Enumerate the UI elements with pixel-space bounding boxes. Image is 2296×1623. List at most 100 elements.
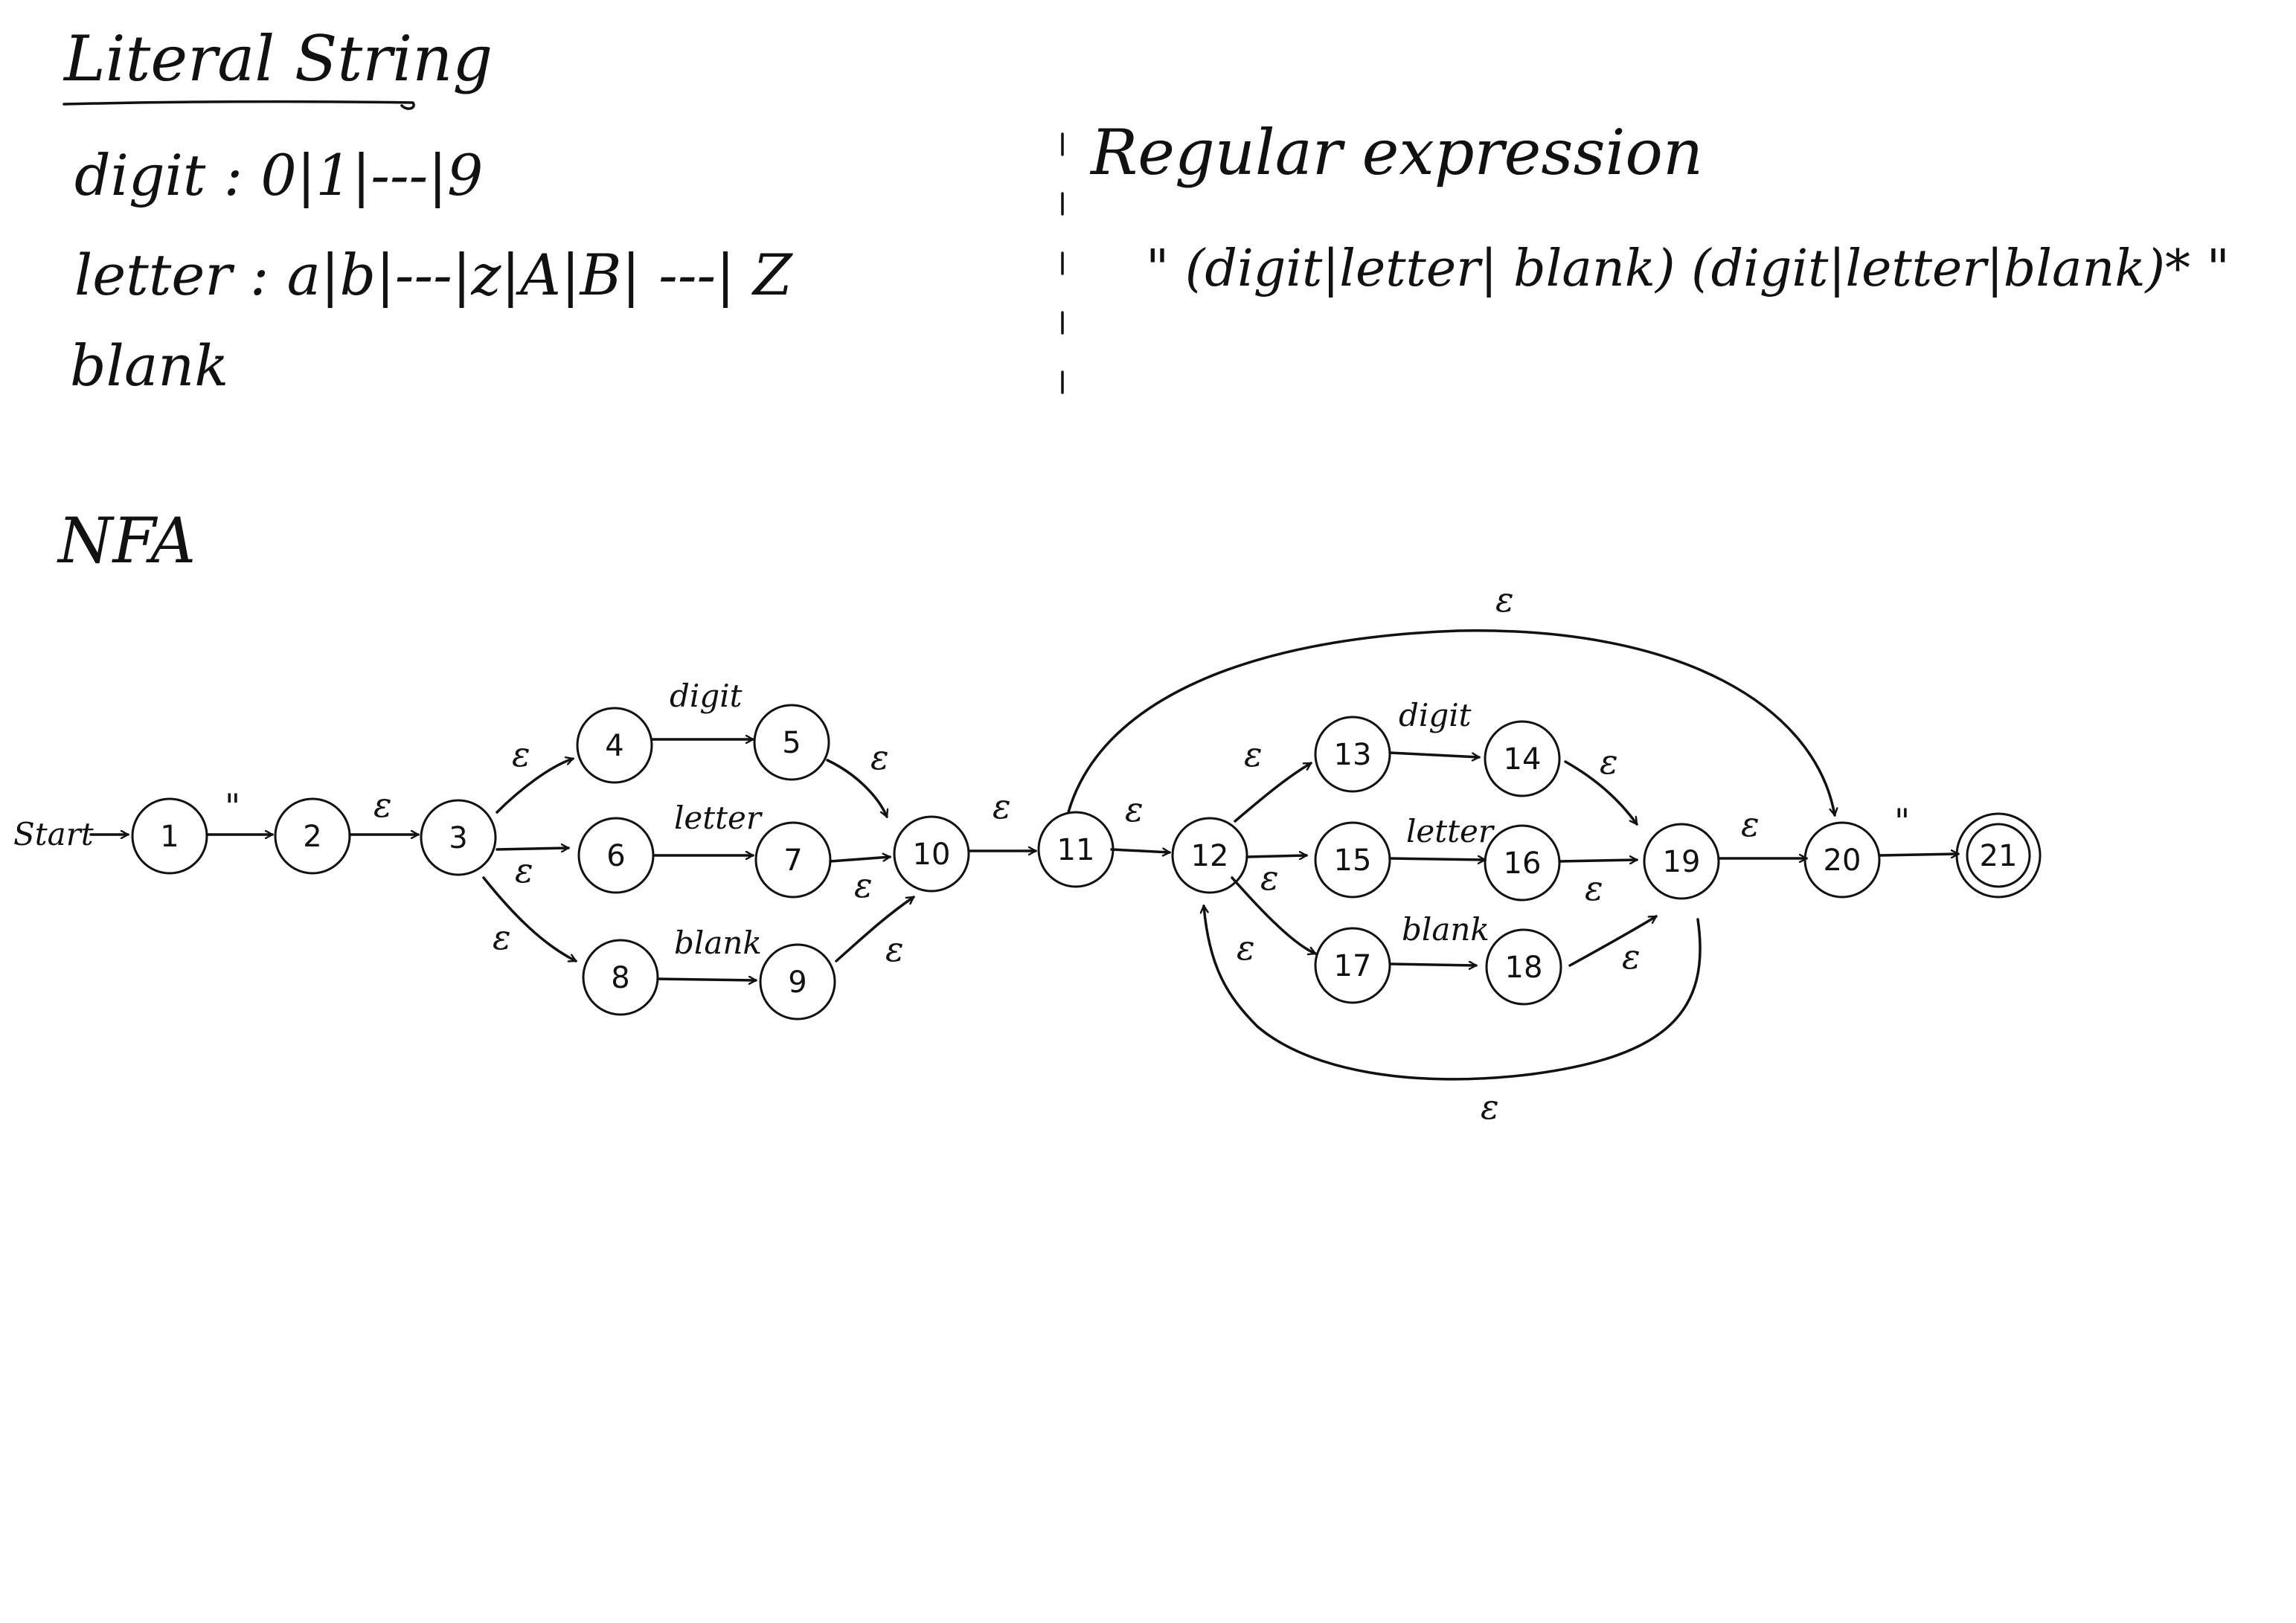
state-3: 3 [420, 799, 497, 876]
label-19-20: ε [1741, 804, 1760, 844]
label-20-21: " [1894, 801, 1910, 841]
edge-5-10 [826, 759, 887, 817]
edge-11-12 [1110, 849, 1170, 852]
edge-17-18 [1390, 964, 1476, 965]
svg-text:19: 19 [1663, 845, 1701, 879]
svg-text:1: 1 [160, 820, 179, 854]
svg-text:10: 10 [913, 838, 951, 872]
state-7: 7 [754, 821, 832, 899]
label-18-19: ε [1622, 936, 1641, 977]
edge-13-14 [1388, 751, 1479, 757]
label-7-10: ε [854, 865, 873, 905]
svg-text:6: 6 [606, 839, 625, 873]
state-2: 2 [274, 797, 351, 875]
svg-text:20: 20 [1824, 843, 1862, 878]
label-9-10: ε [885, 929, 904, 969]
svg-text:18: 18 [1505, 951, 1543, 985]
label-2-3: ε [373, 785, 392, 825]
label-14-19: ε [1600, 742, 1618, 782]
label-17-18: blank [1402, 911, 1489, 948]
edge-labels: " ε ε ε ε digit letter blank ε ε ε ε ε ε… [225, 579, 1910, 1127]
label-19-12-loop: ε [1481, 1087, 1499, 1127]
label-5-10: ε [870, 737, 889, 777]
edge-3-8 [482, 876, 576, 962]
svg-text:8: 8 [611, 961, 629, 995]
states: 1 2 3 4 5 6 7 8 9 10 11 12 13 14 15 16 1… [131, 704, 2042, 1021]
svg-text:12: 12 [1191, 839, 1229, 873]
definition-letter: letter : a|b|---|z|A|B| ---| Z [74, 242, 793, 308]
svg-text:11: 11 [1057, 833, 1095, 867]
nfa-title: NFA [57, 504, 196, 577]
label-3-8: ε [493, 917, 511, 957]
edge-19-12-loop [1204, 906, 1702, 1081]
state-6: 6 [577, 817, 655, 894]
state-1: 1 [131, 797, 208, 875]
edge-20-21 [1878, 854, 1958, 855]
edge-12-15 [1245, 855, 1306, 857]
label-10-11: ε [993, 786, 1011, 826]
svg-text:16: 16 [1504, 846, 1542, 881]
state-19: 19 [1643, 823, 1720, 900]
definition-digit: digit : 0|1|---|9 [74, 142, 483, 208]
state-17: 17 [1314, 927, 1391, 1004]
state-12: 12 [1171, 817, 1248, 894]
edge-12-17 [1231, 876, 1315, 954]
state-15: 15 [1314, 821, 1391, 899]
svg-text:3: 3 [449, 821, 467, 855]
label-11-12: ε [1125, 789, 1144, 829]
edge-16-19 [1558, 860, 1637, 861]
edge-3-4 [496, 759, 573, 814]
label-8-9: blank [674, 925, 762, 961]
definition-blank: blank [70, 332, 228, 399]
literal-string-title: Literal String [62, 22, 493, 95]
label-4-5: digit [670, 678, 743, 714]
svg-text:15: 15 [1334, 843, 1372, 878]
svg-text:4: 4 [605, 729, 623, 763]
edge-15-16 [1388, 858, 1485, 860]
state-13: 13 [1314, 716, 1391, 793]
edge-14-19 [1564, 760, 1638, 824]
svg-text:7: 7 [783, 843, 802, 878]
state-11: 11 [1037, 811, 1115, 888]
state-10: 10 [893, 815, 970, 893]
svg-text:9: 9 [788, 965, 807, 1000]
label-15-16: letter [1406, 813, 1495, 849]
label-3-4: ε [512, 734, 530, 774]
label-13-14: digit [1399, 697, 1472, 733]
start-label: Start [13, 816, 94, 852]
svg-text:13: 13 [1334, 738, 1372, 772]
state-4: 4 [576, 707, 653, 784]
state-21-accepting: 21 [1955, 812, 2042, 899]
label-3-6: ε [515, 850, 533, 890]
svg-text:2: 2 [303, 820, 321, 854]
state-16: 16 [1484, 824, 1561, 902]
regex-expression: " (digit|letter| blank) (digit|letter|bl… [1146, 240, 2230, 298]
svg-text:21: 21 [1980, 839, 2018, 873]
label-6-7: letter [674, 800, 763, 836]
label-16-19: ε [1585, 868, 1603, 908]
label-11-20-skip: ε [1495, 579, 1514, 620]
label-12-13: ε [1244, 734, 1263, 774]
state-5: 5 [753, 704, 830, 781]
edge-18-19 [1568, 915, 1656, 967]
state-9: 9 [759, 943, 836, 1021]
edge-7-10 [829, 857, 890, 863]
svg-text:5: 5 [782, 726, 801, 760]
edge-12-13 [1234, 762, 1311, 823]
literal-title-underline [62, 100, 415, 110]
svg-text:17: 17 [1334, 949, 1372, 983]
edge-3-6 [496, 848, 568, 849]
label-12-17: ε [1237, 928, 1255, 968]
label-12-15: ε [1260, 858, 1279, 898]
regex-title: Regular expression [1089, 116, 1703, 189]
state-8: 8 [582, 939, 659, 1016]
edges [205, 629, 1958, 1081]
edge-8-9 [656, 979, 756, 980]
edge-11-20-skip [1067, 629, 1835, 815]
edge-9-10 [835, 896, 914, 962]
state-14: 14 [1484, 720, 1561, 797]
state-18: 18 [1485, 928, 1562, 1006]
svg-text:14: 14 [1504, 742, 1542, 777]
state-20: 20 [1803, 821, 1881, 899]
